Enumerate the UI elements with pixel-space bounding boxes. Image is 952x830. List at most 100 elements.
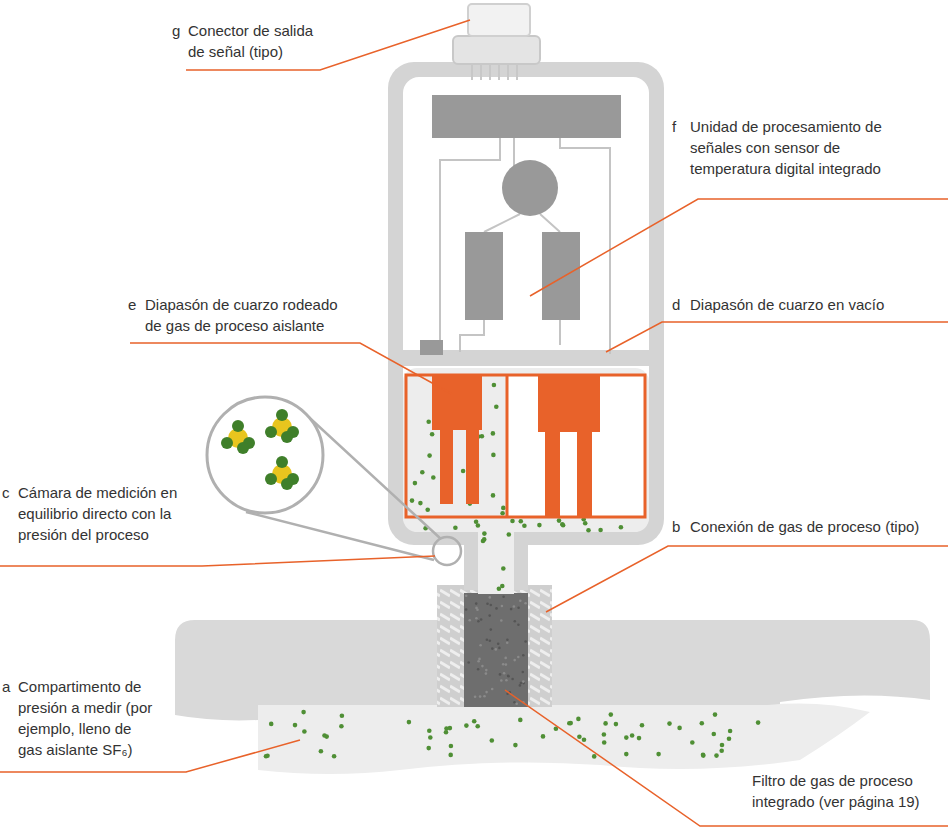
molecule-dot: [701, 753, 706, 758]
callout-label: Unidad de procesamiento de señales con s…: [690, 116, 905, 179]
molecule-dot: [489, 596, 492, 599]
callout-label: Cámara de medición en equilibrio directo…: [18, 482, 200, 545]
molecule-dot: [557, 518, 562, 523]
molecule-dot: [431, 475, 436, 480]
molecule-dot: [265, 754, 270, 759]
molecule-dot: [513, 743, 518, 748]
molecule-dot: [468, 619, 471, 622]
callout-letter: a: [2, 676, 16, 697]
molecule-dot: [475, 607, 478, 610]
molecule-dot: [475, 724, 480, 729]
callout-letter: e: [128, 294, 142, 315]
molecule-dot: [497, 642, 500, 645]
molecule-dot: [500, 679, 503, 682]
molecule-dot: [302, 729, 307, 734]
molecule-dot: [568, 721, 573, 726]
molecule-dot: [301, 710, 306, 715]
molecule-dot: [494, 404, 499, 409]
molecule-dot: [499, 673, 502, 676]
molecule-dot: [720, 743, 725, 748]
molecule-dot: [728, 729, 733, 734]
molecule-dot: [630, 733, 635, 738]
callout-letter: g: [172, 20, 186, 41]
molecule-dot: [700, 721, 705, 726]
molecule-dot: [453, 525, 458, 530]
molecule-dot: [727, 737, 732, 742]
molecule-dot: [690, 740, 695, 745]
molecule-dot: [502, 663, 505, 666]
pressure-compartment: [258, 704, 870, 774]
molecule-dot: [602, 732, 607, 737]
molecule-dot: [491, 431, 496, 436]
molecule-dot: [276, 456, 288, 468]
molecule-dot: [482, 531, 487, 536]
threaded-stem: [437, 585, 552, 707]
molecule-dot: [624, 752, 629, 757]
molecule-dot: [520, 682, 523, 685]
molecule-dot: [485, 669, 488, 672]
molecule-dot: [513, 605, 516, 608]
molecule-dot: [475, 617, 478, 620]
wires: [440, 138, 610, 354]
molecule-dot: [519, 600, 522, 603]
molecule-dot: [319, 749, 324, 754]
molecule-dot: [221, 437, 233, 449]
molecule-dot: [498, 647, 501, 650]
molecule-dot: [477, 620, 480, 623]
molecule-dot: [598, 528, 603, 533]
molecule-dot: [712, 732, 717, 737]
magnifier: [207, 397, 461, 565]
molecule-dot: [624, 735, 629, 740]
molecule-dot: [506, 641, 509, 644]
molecule-dot: [427, 729, 432, 734]
housing-inside: [403, 77, 649, 532]
molecule-dot: [465, 594, 468, 597]
molecule-dot: [491, 647, 494, 650]
molecule-dot: [502, 596, 505, 599]
filter: [464, 593, 528, 707]
circuit-board: [432, 95, 621, 138]
molecule-dot: [461, 469, 466, 474]
molecule-dot: [503, 672, 506, 675]
molecule-dot: [701, 752, 706, 757]
connector-pins: [472, 64, 517, 80]
molecule-dot: [513, 701, 516, 704]
molecule-dot: [522, 671, 525, 674]
molecule-dot: [510, 519, 515, 524]
molecule-dot: [524, 640, 527, 643]
callout-letter: c: [2, 482, 16, 503]
molecule-dot: [332, 754, 337, 759]
molecule-dot: [719, 749, 724, 754]
molecule-dot: [281, 478, 293, 490]
molecule-dot: [500, 619, 503, 622]
molecule-dot: [237, 442, 249, 454]
molecule-dot: [478, 658, 481, 661]
molecule-dot: [603, 721, 608, 726]
molecule-dot: [481, 665, 484, 668]
gas-channel: [478, 528, 514, 594]
molecule-dot: [495, 607, 498, 610]
molecule-dot: [515, 702, 518, 705]
molecule-dot: [480, 618, 483, 621]
molecule-dot: [448, 753, 453, 758]
molecule-dot: [495, 648, 498, 651]
molecule-dot: [427, 453, 432, 458]
callout-label: Conexión de gas de proceso (tipo): [690, 516, 948, 537]
molecule-dot: [490, 604, 493, 607]
temperature-sensor: [420, 340, 443, 355]
gas-space: [403, 368, 649, 532]
molecule-dot: [489, 640, 492, 643]
molecule-dot: [426, 746, 431, 751]
leader-lines: [0, 20, 948, 826]
molecule-dot: [485, 672, 488, 675]
molecule-dot: [602, 740, 607, 745]
molecule-dot: [505, 679, 508, 682]
molecule-dot: [609, 712, 614, 717]
molecule-dot: [472, 719, 477, 724]
connector-cap: [468, 4, 530, 36]
molecule-dot: [486, 639, 489, 642]
tuning-forks: [432, 376, 600, 518]
molecule-dot: [265, 473, 277, 485]
molecule-dot: [488, 614, 491, 617]
molecule-dot: [514, 620, 517, 623]
